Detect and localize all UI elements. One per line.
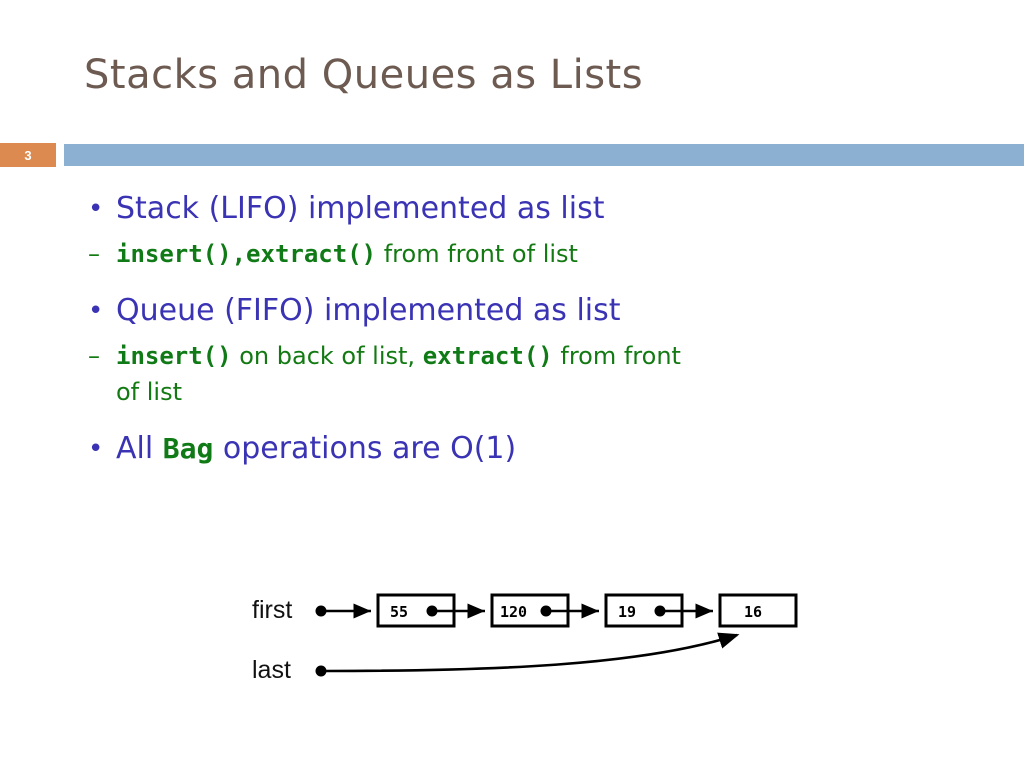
header-accent-bar — [64, 144, 1024, 166]
list-node-next-dot — [654, 605, 666, 617]
list-node-value: 16 — [744, 603, 762, 621]
bullet-bag-complexity: • All Bag operations are O(1) — [84, 428, 994, 470]
slide-number-badge: 3 — [0, 143, 56, 167]
linked-list-diagram: first 55 120 19 16 last — [240, 578, 800, 690]
list-node-next-dot — [426, 605, 438, 617]
pointer-dot-last — [315, 665, 327, 677]
bullet-text: Queue (FIFO) implemented as list — [116, 293, 621, 328]
list-node-next-dot — [540, 605, 552, 617]
bullet-marker-dash: – — [88, 342, 100, 370]
bullet-suffix-text: operations are O(1) — [213, 431, 517, 466]
arrow-last-to-node4 — [323, 632, 740, 673]
code-extract: extract() — [246, 240, 377, 268]
code-extract: extract() — [422, 342, 553, 370]
list-node-box — [718, 593, 798, 628]
list-node-value: 120 — [500, 603, 527, 621]
code-insert: insert(), — [116, 240, 247, 268]
subbullet-stack-ops: – insert(),extract() from front of list — [84, 236, 994, 272]
page-title: Stacks and Queues as Lists — [84, 52, 644, 98]
subbullet-tail-text: from front — [552, 342, 681, 370]
list-node-value: 55 — [390, 603, 408, 621]
code-bag: Bag — [162, 432, 214, 465]
bullet-prefix-text: All — [116, 431, 163, 466]
bullet-marker-dash: – — [88, 240, 100, 268]
bullet-text: Stack (LIFO) implemented as list — [116, 191, 605, 226]
subbullet-queue-ops: – insert() on back of list, extract() fr… — [84, 338, 994, 410]
list-node-value: 19 — [618, 603, 636, 621]
bullet-marker-dot: • — [88, 296, 104, 326]
subbullet-tail-text: from front of list — [376, 240, 578, 268]
bullet-marker-dot: • — [88, 194, 104, 224]
subbullet-mid-text: on back of list, — [231, 342, 423, 370]
header-rule: 3 — [0, 143, 1024, 167]
subbullet-wrap-text: of list — [116, 378, 183, 406]
pointer-label-first: first — [252, 596, 292, 624]
pointer-label-last: last — [252, 656, 291, 684]
slide-body: • Stack (LIFO) implemented as list – ins… — [84, 188, 994, 476]
bullet-queue-fifo: • Queue (FIFO) implemented as list — [84, 290, 994, 332]
bullet-marker-dot: • — [88, 434, 104, 464]
pointer-dot-first — [315, 605, 327, 617]
bullet-stack-lifo: • Stack (LIFO) implemented as list — [84, 188, 994, 230]
code-insert: insert() — [116, 342, 232, 370]
